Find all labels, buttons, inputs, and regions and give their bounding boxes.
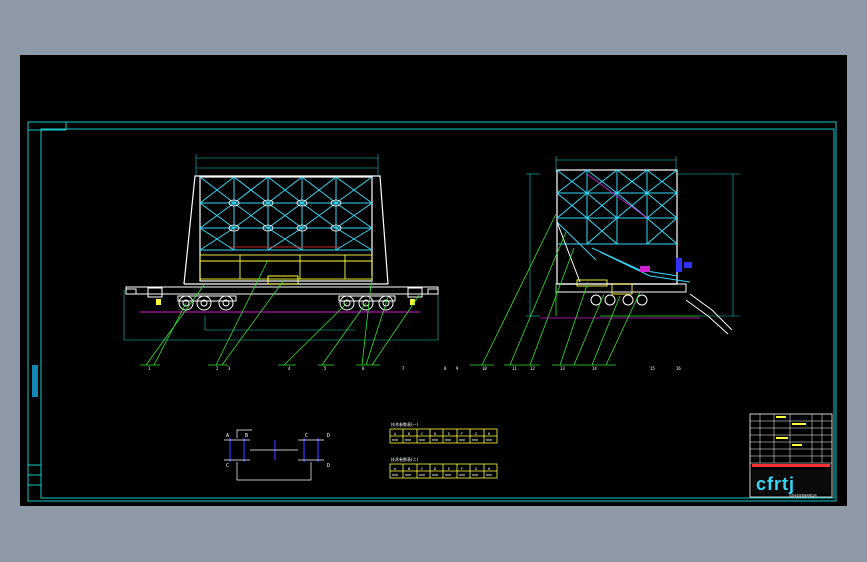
table-cell: 0000 bbox=[459, 438, 466, 442]
detail-label: C bbox=[305, 433, 308, 439]
table-cell: 0000 bbox=[405, 473, 412, 477]
table-cell: B bbox=[408, 467, 410, 471]
callout-label: 14 bbox=[592, 366, 597, 371]
callout-label: 15 bbox=[650, 366, 655, 371]
callout-label: 16 bbox=[676, 366, 681, 371]
table-cell: G bbox=[475, 467, 477, 471]
table-cell: F bbox=[461, 467, 463, 471]
table-cell: 0000 bbox=[419, 473, 426, 477]
table-cell: C bbox=[421, 432, 423, 436]
company-caption: 东莞市某某机械有限公司 bbox=[789, 493, 817, 497]
table-cell: 0000 bbox=[486, 473, 493, 477]
callout-label: 6 bbox=[362, 366, 365, 371]
table-cell: H bbox=[488, 467, 490, 471]
table-cell: 0000 bbox=[432, 473, 439, 477]
callout-label: 4 bbox=[288, 366, 291, 371]
callout-label: 11 bbox=[512, 366, 517, 371]
callout-label: 1 bbox=[148, 366, 151, 371]
detail-label: D bbox=[327, 463, 330, 469]
table-cell: A bbox=[394, 467, 397, 471]
bogie-right bbox=[338, 295, 396, 311]
table-title: 技术参数表(二) bbox=[391, 456, 419, 462]
detail-view bbox=[224, 429, 324, 481]
table-cell: B bbox=[408, 432, 410, 436]
table-cell: 0000 bbox=[472, 473, 479, 477]
drawing-frame bbox=[27, 121, 837, 502]
side-stamp bbox=[32, 365, 38, 397]
table-title: 技术参数表(一) bbox=[391, 421, 419, 427]
side-view bbox=[470, 156, 740, 366]
callout-label: 13 bbox=[560, 366, 565, 371]
callouts-front: 1 2 3 4 5 6 7 bbox=[148, 366, 405, 371]
table-cell: C bbox=[421, 467, 423, 471]
table-cell: 0000 bbox=[432, 438, 439, 442]
table-cell: E bbox=[448, 432, 450, 436]
detail-label: D bbox=[327, 433, 330, 439]
title-block: cfrtj 东莞市某某机械有限公司 bbox=[749, 413, 833, 498]
callout-label: 10 bbox=[482, 366, 487, 371]
callout-label: 8 bbox=[444, 366, 447, 371]
detail-label: A bbox=[226, 433, 229, 439]
table-cell: H bbox=[488, 432, 490, 436]
table-cell: 0000 bbox=[445, 438, 452, 442]
table-cell: D bbox=[434, 432, 436, 436]
spec-table-2: 技术参数表(二) A B C D E F G H 0000 0000 0000 … bbox=[389, 456, 498, 479]
table-cell: 0000 bbox=[445, 473, 452, 477]
table-cell: 0000 bbox=[486, 438, 493, 442]
cad-viewport[interactable] bbox=[20, 55, 847, 506]
table-cell: 0000 bbox=[392, 438, 399, 442]
callout-label: 3 bbox=[228, 366, 231, 371]
bogie-left bbox=[177, 295, 237, 311]
spec-table-1: 技术参数表(一) A B C D E F G H 0000 0000 0000 … bbox=[389, 421, 498, 444]
callout-label: 5 bbox=[324, 366, 327, 371]
table-cell: G bbox=[475, 432, 477, 436]
table-cell: A bbox=[394, 432, 397, 436]
detail-label: B bbox=[245, 433, 248, 439]
callout-label: 2 bbox=[216, 366, 219, 371]
callout-label: 7 bbox=[402, 366, 405, 371]
table-cell: 0000 bbox=[392, 473, 399, 477]
callouts-side: 8 9 10 11 12 13 14 15 16 bbox=[444, 366, 681, 371]
detail-label: C bbox=[226, 463, 229, 469]
logo-icon: cfrtj bbox=[752, 470, 830, 494]
table-cell: 0000 bbox=[419, 438, 426, 442]
table-cell: 0000 bbox=[459, 473, 466, 477]
table-cell: E bbox=[448, 467, 450, 471]
table-cell: F bbox=[461, 432, 463, 436]
logo-text: cfrtj bbox=[756, 474, 795, 494]
table-cell: 0000 bbox=[472, 438, 479, 442]
leaders-front bbox=[145, 259, 421, 366]
callout-label: 12 bbox=[530, 366, 535, 371]
callout-label: 9 bbox=[456, 366, 459, 371]
detail-labels: A B C D C D bbox=[226, 433, 330, 469]
front-view bbox=[123, 154, 439, 366]
table-cell: 0000 bbox=[405, 438, 412, 442]
table-cell: D bbox=[434, 467, 436, 471]
